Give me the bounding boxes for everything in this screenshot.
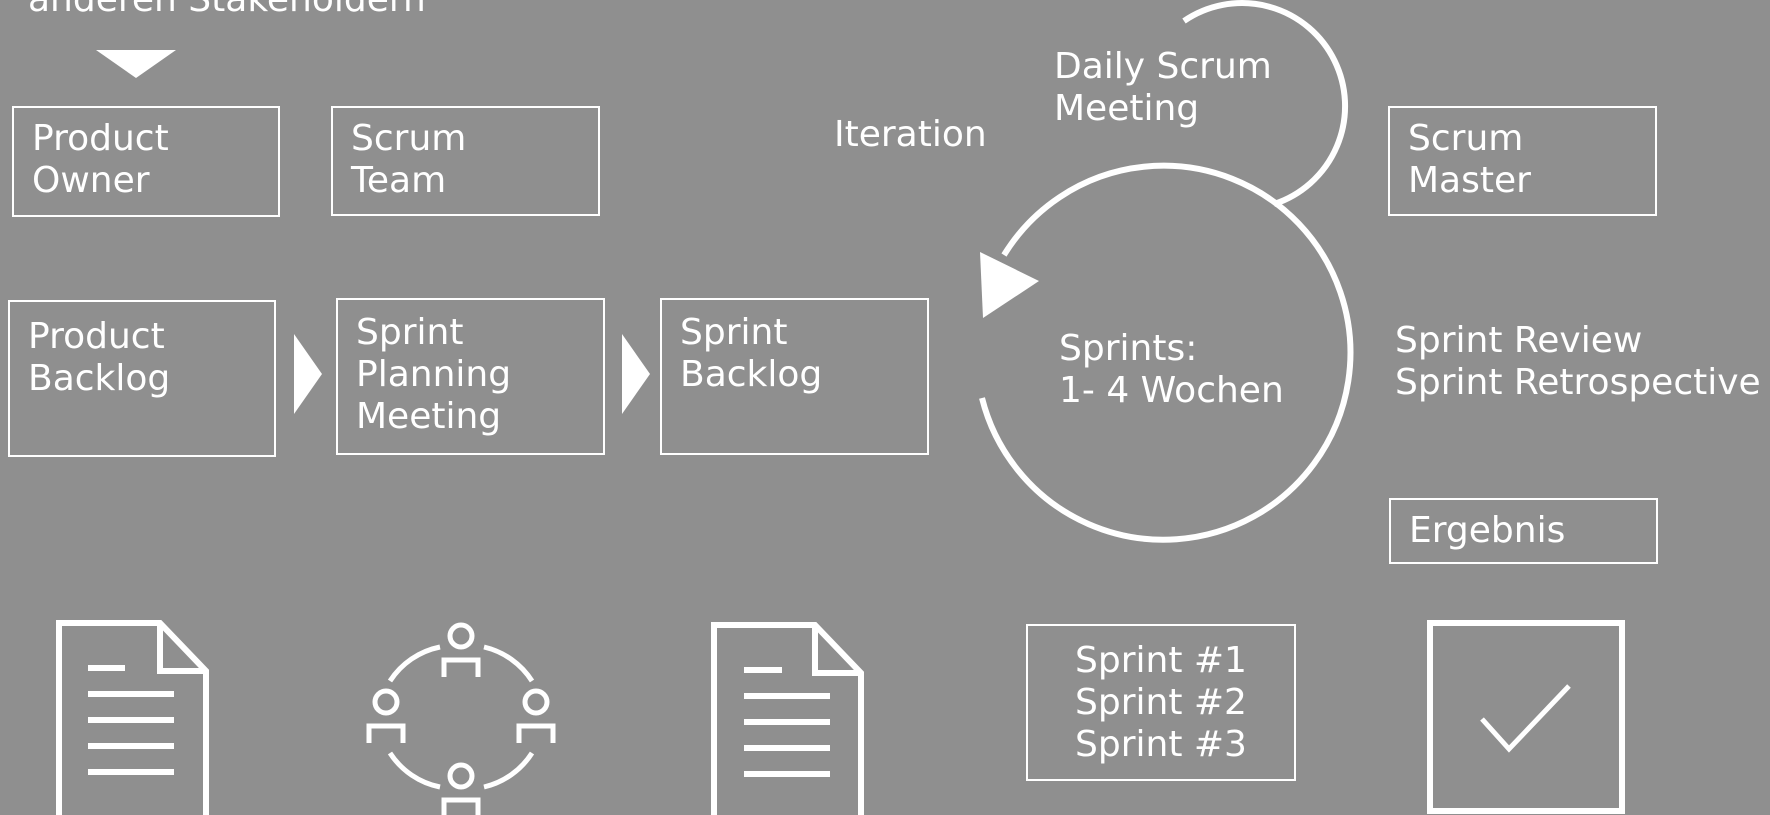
sprints-duration-label: Sprints: 1- 4 Wochen xyxy=(1059,328,1284,411)
sprint-backlog-box: Sprint Backlog xyxy=(660,298,929,455)
sprint-planning-label: Sprint Planning Meeting xyxy=(356,312,512,437)
flow-arrow-1-icon xyxy=(294,334,322,414)
product-owner-label: Product Owner xyxy=(32,118,169,201)
result-box: Ergebnis xyxy=(1389,498,1658,564)
product-owner-box: Product Owner xyxy=(12,106,280,217)
sprint-backlog-label: Sprint Backlog xyxy=(680,312,823,395)
sprint-list-label: Sprint #1 Sprint #2 Sprint #3 xyxy=(1075,640,1247,765)
scrum-team-box: Scrum Team xyxy=(331,106,600,216)
iteration-label: Iteration xyxy=(834,114,987,155)
scrum-master-box: Scrum Master xyxy=(1388,106,1657,216)
sprint-planning-box: Sprint Planning Meeting xyxy=(336,298,605,455)
product-backlog-label: Product Backlog xyxy=(28,316,171,399)
daily-scrum-label: Daily Scrum Meeting xyxy=(1054,46,1272,129)
down-arrow-icon xyxy=(96,50,176,78)
sprint-review-text: Sprint Review Sprint Retrospective xyxy=(1395,320,1761,403)
stakeholder-text: anderen Stakeholdern xyxy=(28,0,426,21)
sprint-list-box: Sprint #1 Sprint #2 Sprint #3 xyxy=(1026,624,1296,781)
document-icon xyxy=(711,622,864,815)
sprint-cycle-arc xyxy=(979,162,1354,543)
scrum-master-label: Scrum Master xyxy=(1408,118,1531,201)
cycle-arrowhead-icon xyxy=(980,252,1039,318)
product-backlog-box: Product Backlog xyxy=(8,300,276,457)
document-icon xyxy=(56,620,209,815)
result-label: Ergebnis xyxy=(1409,510,1566,551)
scrum-team-label: Scrum Team xyxy=(351,118,467,201)
team-circle-icon xyxy=(366,622,556,815)
flow-arrow-2-icon xyxy=(622,334,650,414)
daily-scrum-arc xyxy=(1182,0,1349,207)
checkmark-icon xyxy=(1427,620,1625,814)
